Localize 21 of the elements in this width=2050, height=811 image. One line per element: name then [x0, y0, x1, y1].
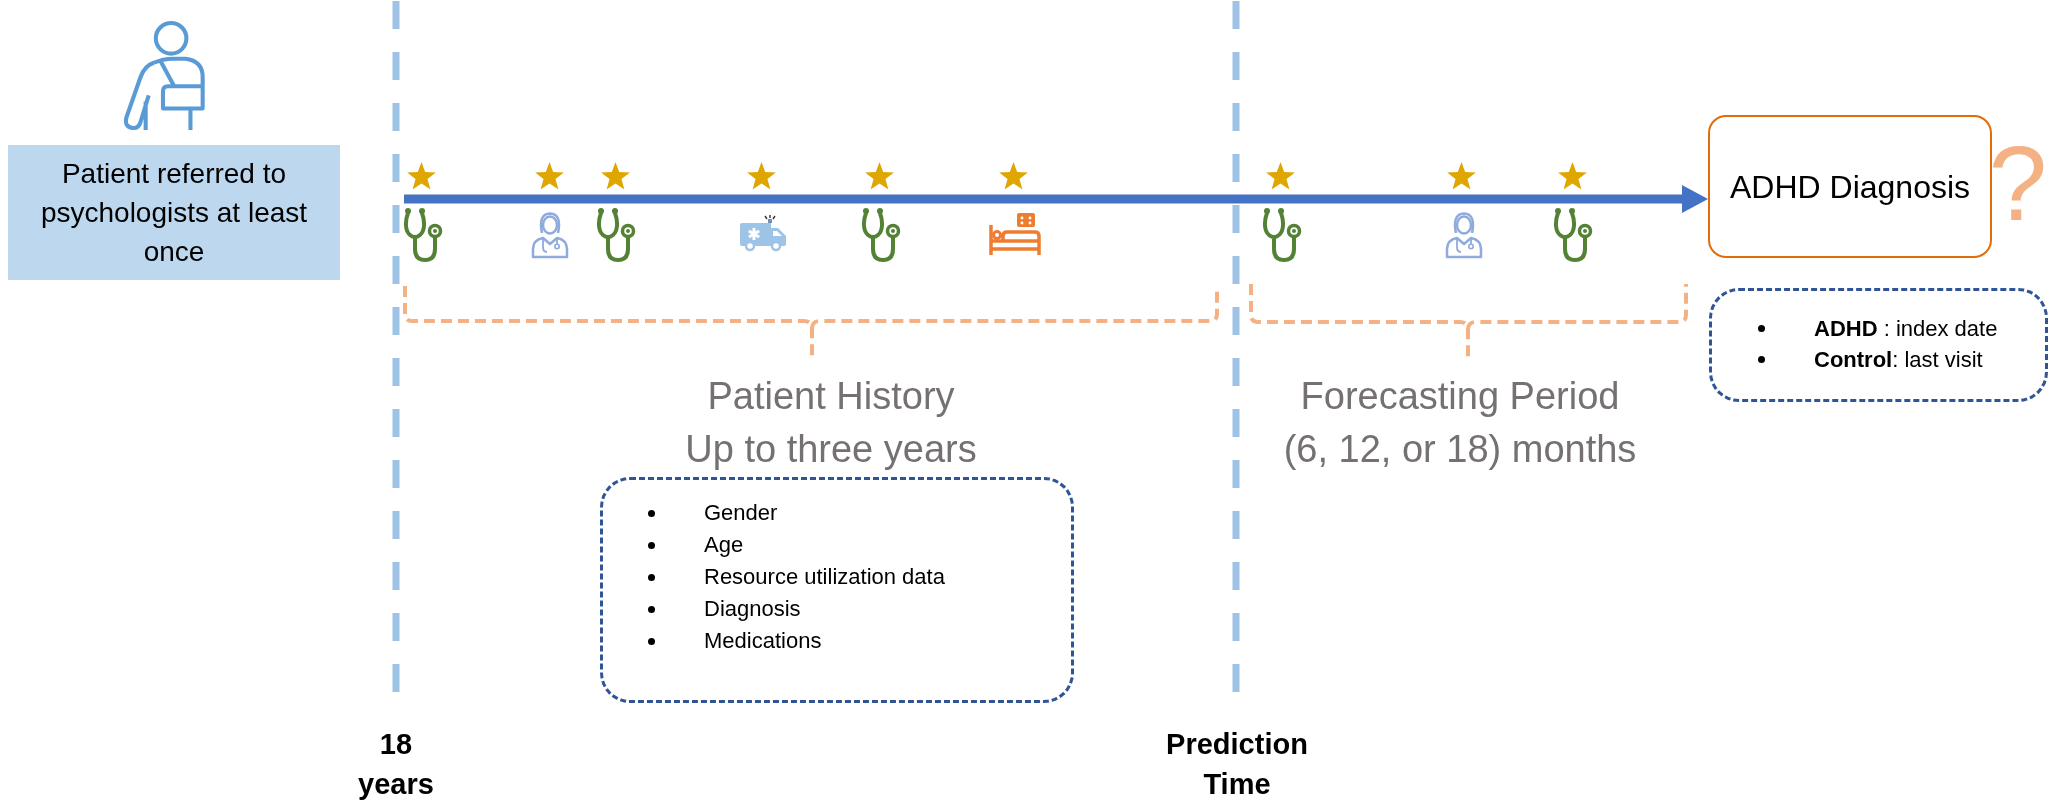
period-duration: (6, 12, or 18) months: [1283, 427, 1637, 473]
referral-text: Patient referred to psychologists at least once: [39, 157, 309, 269]
feature-list-panel: [600, 477, 1074, 703]
question-mark-symbol: ?: [1988, 130, 2048, 236]
period-duration: Up to three years: [685, 427, 977, 473]
diagnosis-text: ADHD Diagnosis: [1729, 167, 1971, 207]
feature-item: Age: [704, 531, 744, 559]
timeline-arrow: [404, 185, 1708, 213]
feature-item: Medications: [704, 627, 822, 655]
feature-item: Resource utilization data: [704, 563, 945, 591]
feature-item: Gender: [704, 499, 778, 527]
outcome-item: Control: last visit: [1814, 345, 1983, 374]
period-title: Patient History: [707, 374, 955, 420]
referral-box: [8, 145, 340, 280]
feature-item: Diagnosis: [704, 595, 801, 623]
timeline-marker-label: 18 years: [358, 727, 434, 802]
period-title: Forecasting Period: [1300, 374, 1620, 420]
timeline-marker-label: Prediction Time: [1166, 727, 1308, 802]
outcome-item: ADHD : index date: [1814, 314, 1998, 343]
outcome-definition-panel: [1709, 288, 2048, 402]
diagnosis-box: [1708, 115, 1992, 258]
